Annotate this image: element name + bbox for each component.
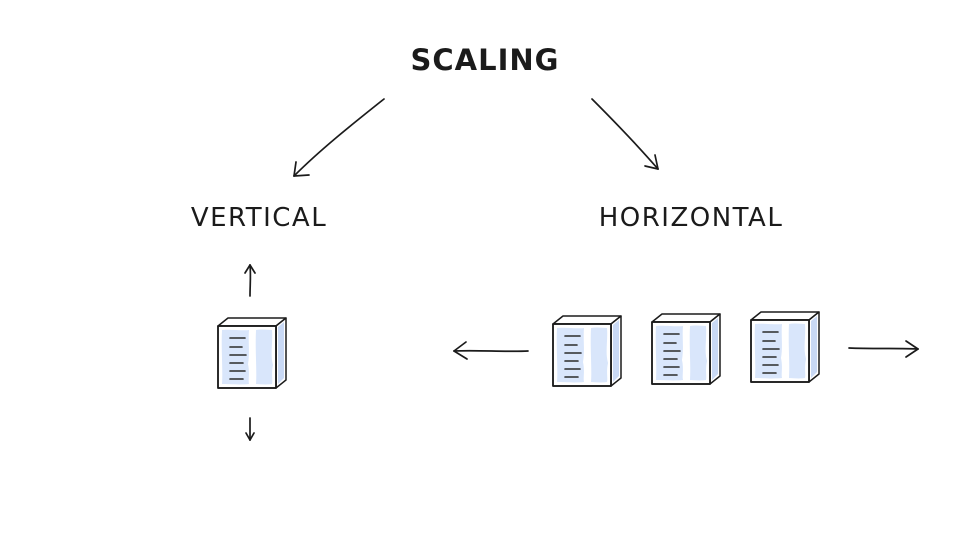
vertical-down-arrow (245, 417, 255, 441)
arrow-to-vertical (293, 98, 385, 177)
diagram-title: SCALING (410, 43, 560, 77)
horizontal-label: HORIZONTAL (598, 203, 784, 233)
horizontal-server-icon-2 (651, 313, 721, 385)
vertical-server-icon (217, 317, 287, 389)
vertical-up-arrow (244, 264, 256, 297)
horizontal-server-icon-1 (552, 315, 622, 387)
horizontal-server-icon-3 (750, 311, 820, 383)
vertical-label: VERTICAL (190, 203, 328, 233)
arrow-to-horizontal (591, 98, 659, 170)
horizontal-left-arrow (453, 341, 529, 360)
horizontal-right-arrow (848, 340, 919, 358)
